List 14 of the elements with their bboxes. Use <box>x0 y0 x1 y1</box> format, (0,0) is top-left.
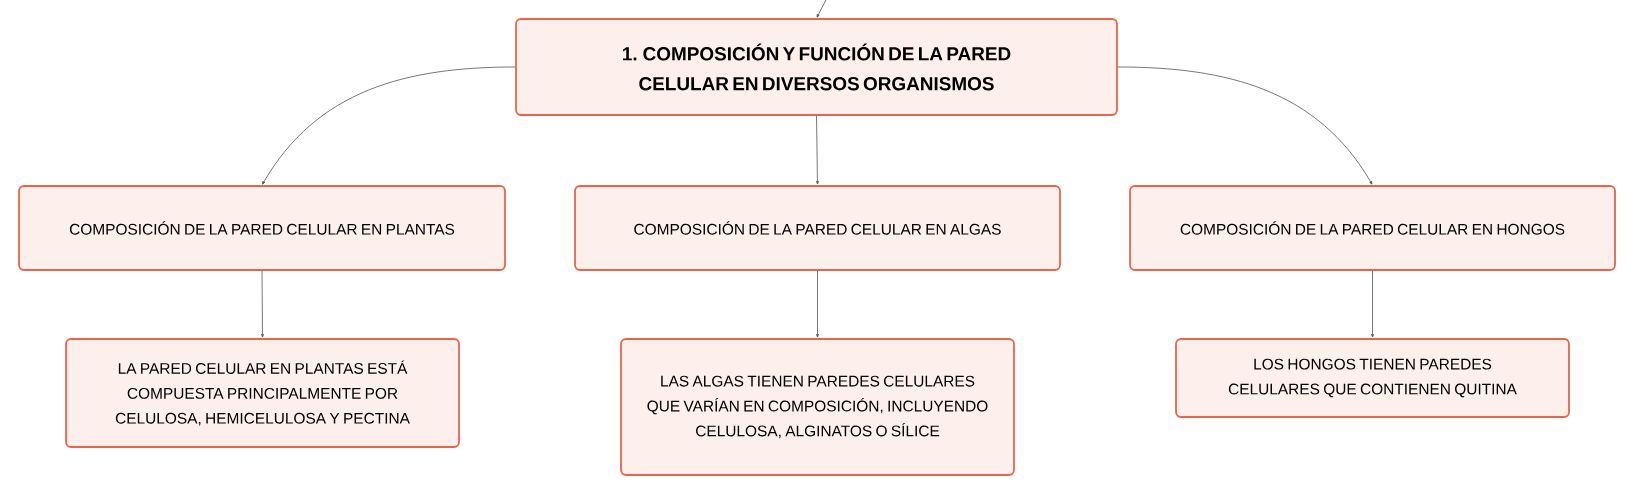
arrow <box>261 270 264 338</box>
topic-box: COMPOSICIÓN DE LA PARED CELULAR EN HONGOS <box>1129 185 1616 271</box>
description-box: LA PARED CELULAR EN PLANTAS ESTÁ COMPUESTA PRINCIPALMENTE POR CELULOSA, HEMICELULOSA Y PECTINA <box>65 338 460 448</box>
description-box: LOS HONGOS TIENEN PAREDES CELULARES QUE CONTIENEN QUITINA <box>1175 338 1570 418</box>
title-box: 1. COMPOSICIÓN Y FUNCIÓN DE LA PARED CELULAR EN DIVERSOS ORGANISMOS <box>515 18 1118 116</box>
arrow <box>1371 270 1374 338</box>
description-box: LAS ALGAS TIENEN PAREDES CELULARES QUE VARÍAN EN COMPOSICIÓN, INCLUYENDO CELULOSA, ALGINATOS O SÍLICE <box>620 338 1015 476</box>
arrow <box>816 0 827 18</box>
topic-box: COMPOSICIÓN DE LA PARED CELULAR EN ALGAS <box>574 185 1061 271</box>
arrow <box>815 115 819 185</box>
topic-box: COMPOSICIÓN DE LA PARED CELULAR EN PLANTAS <box>18 185 506 271</box>
arrow <box>816 270 819 338</box>
arrow <box>262 66 516 185</box>
arrow <box>1117 66 1373 185</box>
